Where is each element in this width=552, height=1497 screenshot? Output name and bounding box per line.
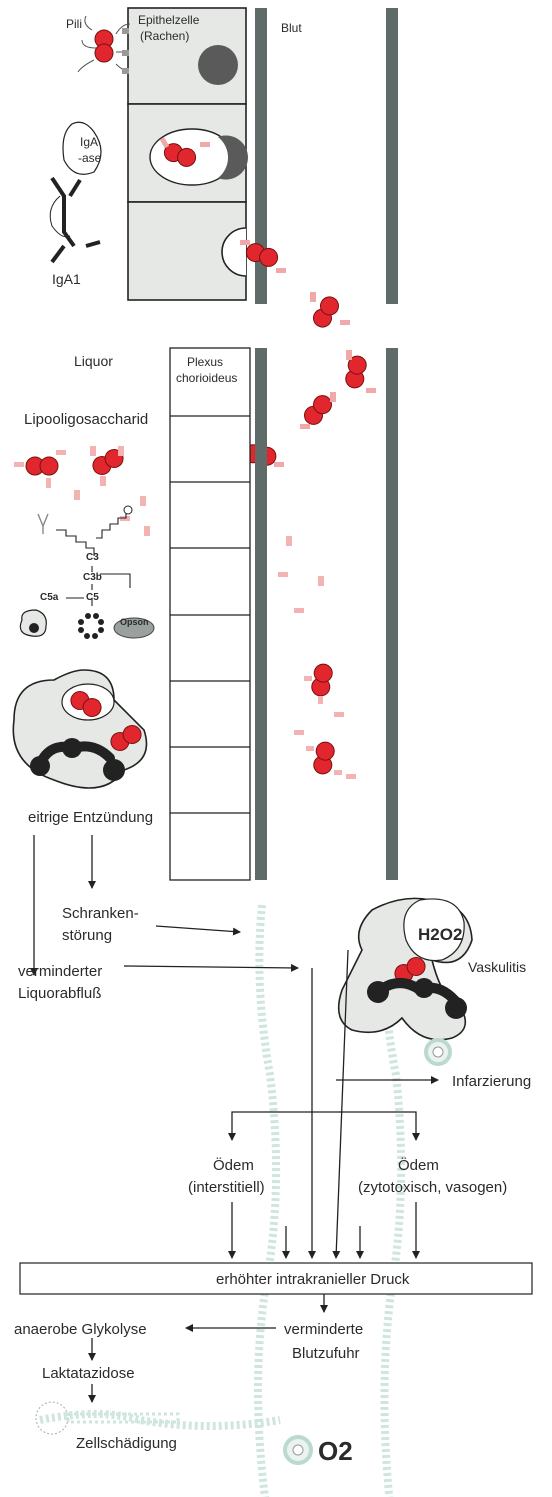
phagocyte (13, 670, 146, 788)
oxygen-ring-icon (285, 1437, 311, 1463)
label-eitrige: eitrige Entzündung (28, 809, 153, 826)
label-c5a: C5a (40, 592, 59, 603)
label-liquor: Liquor (74, 353, 113, 369)
label-glykolyse: anaerobe Glykolyse (14, 1321, 147, 1338)
label-c3: C3 (86, 552, 99, 563)
label-o2: O2 (318, 1436, 353, 1466)
label-opson: Opson (120, 617, 149, 627)
label-iga-ase-2: -ase (78, 151, 102, 165)
label-blut: Blut (281, 21, 302, 35)
label-c5: C5 (86, 592, 99, 603)
label-zellschaedigung: Zellschädigung (76, 1435, 177, 1452)
vessel-wall-right-mid (386, 348, 398, 880)
label-plexus-2: chorioideus (176, 371, 237, 385)
vessel-wall-right-top (386, 8, 398, 304)
label-laktat: Laktatazidose (42, 1365, 135, 1382)
label-lipooligosaccharid: Lipooligosaccharid (24, 411, 148, 428)
label-h2o2: H2O2 (418, 925, 462, 944)
label-epithel-2: (Rachen) (140, 29, 189, 43)
label-vermind-liquor-1: verminderter (18, 963, 102, 980)
label-vermind-blut-1: verminderte (284, 1321, 363, 1338)
label-c3b: C3b (83, 572, 102, 583)
label-oedem-right-1: Ödem (398, 1156, 439, 1174)
label-plexus-1: Plexus (187, 355, 223, 369)
label-vaskulitis: Vaskulitis (468, 959, 526, 975)
label-pili: Pili (66, 17, 82, 31)
label-oedem-right-2: (zytotoxisch, vasogen) (358, 1179, 507, 1196)
label-epithel-1: Epithelzelle (138, 13, 200, 27)
label-iga-ase-1: IgA (80, 135, 98, 149)
label-infarzierung: Infarzierung (452, 1073, 531, 1090)
vessel-wall-left-mid (255, 348, 267, 880)
label-schranken-1: Schranken- (62, 905, 139, 922)
label-druck: erhöhter intrakranieller Druck (216, 1271, 410, 1288)
vasculitis-phagocyte (339, 898, 472, 1064)
label-oedem-left-2: (interstitiell) (188, 1179, 265, 1196)
label-iga1: IgA1 (52, 271, 81, 287)
label-schranken-2: störung (62, 927, 112, 944)
plexus-cells (170, 348, 250, 880)
label-vermind-blut-2: Blutzufuhr (292, 1345, 360, 1362)
label-vermind-liquor-2: Liquorabfluß (18, 985, 101, 1002)
label-oedem-left-1: Ödem (213, 1156, 254, 1174)
